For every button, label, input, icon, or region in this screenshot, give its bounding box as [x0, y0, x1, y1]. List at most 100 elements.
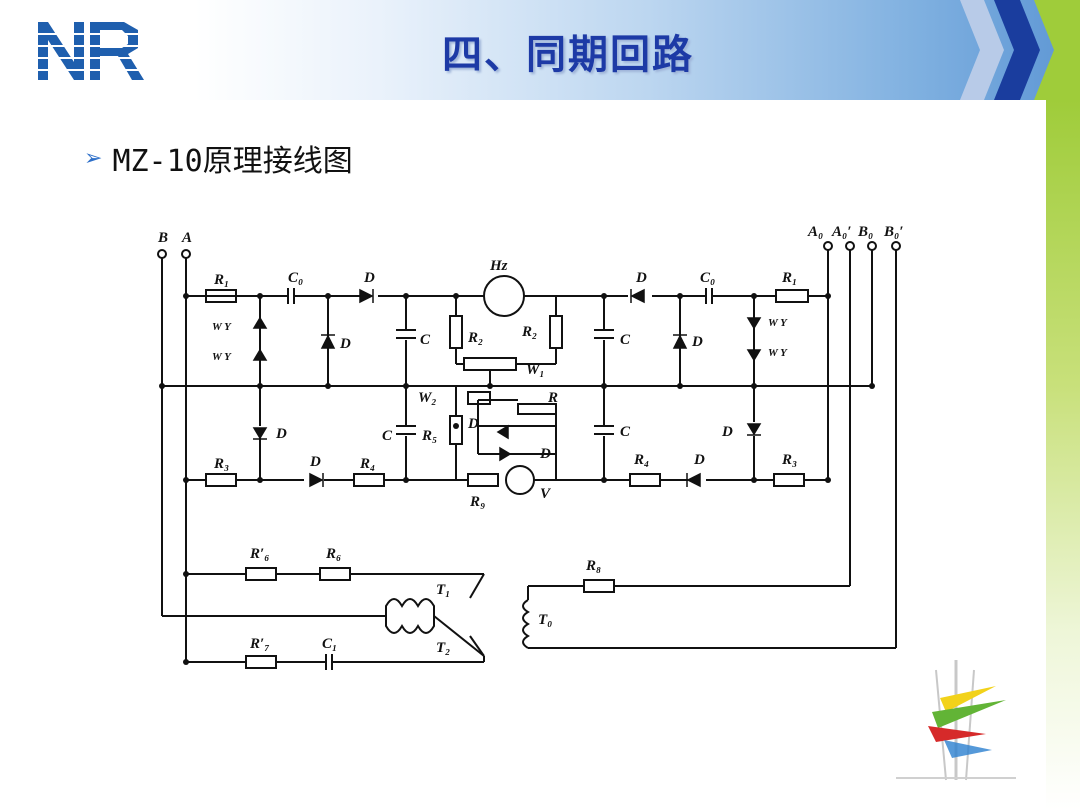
- terminal-A0p: [845, 241, 855, 251]
- slide-header: 四、同期回路: [0, 0, 1080, 100]
- label-D-top-left: D: [363, 270, 375, 286]
- potentiometer-W2: [467, 391, 491, 405]
- label-D-bottom-left: D: [309, 454, 321, 470]
- circuit-diagram: B A A₀ A₀′ B₀ B₀′ R₁ C₀ D Hz D C₀ R₁ W Y…: [128, 196, 920, 696]
- diode-bottom-right: [686, 472, 701, 488]
- resistor-R7p: [245, 655, 277, 669]
- label-R3-right: R₃: [781, 452, 797, 468]
- diode-right-lower: [746, 423, 762, 436]
- resistor-R3-left: [205, 473, 237, 487]
- label-B: B: [157, 230, 168, 246]
- label-T0: T₀: [538, 612, 552, 628]
- header-chevron-decoration: [960, 0, 1080, 100]
- page-title: 四、同期回路: [442, 32, 694, 78]
- label-WY-2: W Y: [212, 351, 232, 363]
- nr-logo: [34, 22, 158, 80]
- zener-WY-right-1: [746, 317, 762, 330]
- arrow-bullet-icon: ➢: [84, 145, 103, 171]
- label-A0p: A₀′: [831, 224, 851, 240]
- label-C-mid-right: C: [620, 424, 631, 440]
- resistor-R8: [583, 579, 615, 593]
- label-R6p: R′₆: [249, 546, 269, 562]
- label-WY-3: W Y: [768, 317, 788, 329]
- zener-WY-left-1: [252, 316, 268, 329]
- label-D-bottom-right: D: [693, 452, 705, 468]
- diode-bottom-left: [309, 472, 324, 488]
- diode-top-right: [630, 288, 645, 304]
- label-R5: R₅: [421, 428, 437, 444]
- right-accent-bar: [1046, 100, 1080, 810]
- label-R2-left: R₂: [467, 330, 483, 346]
- label-Hz: Hz: [489, 258, 508, 274]
- resistor-R2-left: [449, 315, 463, 349]
- resistor-R5: [449, 415, 463, 445]
- voltmeter: [505, 465, 535, 495]
- label-R: R: [547, 390, 558, 406]
- frequency-meter: [483, 275, 525, 317]
- resistor-R2-right: [549, 315, 563, 349]
- header-background: [0, 0, 1080, 100]
- label-D-top-right: D: [635, 270, 647, 286]
- label-T1: T₁: [436, 582, 450, 598]
- label-R4-right: R₄: [633, 452, 649, 468]
- terminal-A0: [823, 241, 833, 251]
- resistor-R6p: [245, 567, 277, 581]
- label-R9: R₉: [469, 494, 485, 510]
- label-D-left-lower: D: [275, 426, 287, 442]
- label-C-right: C: [620, 332, 631, 348]
- label-WY-1: W Y: [212, 321, 232, 333]
- label-A0: A₀: [807, 224, 823, 240]
- circuit-svg: B A A₀ A₀′ B₀ B₀′ R₁ C₀ D Hz D C₀ R₁ W Y…: [157, 224, 903, 670]
- bullet-text: MZ-10原理接线图: [112, 144, 353, 179]
- potentiometer-W1: [463, 357, 517, 371]
- label-R2-right: R₂: [521, 324, 537, 340]
- diode-top-left: [359, 288, 374, 304]
- diode-middle-2: [499, 446, 512, 462]
- diode-left-lower: [252, 427, 268, 440]
- diode-vertical-left: [320, 334, 336, 349]
- diode-middle-1: [496, 424, 509, 440]
- label-R1-right: R₁: [781, 270, 797, 286]
- bullet-item: ➢ MZ-10原理接线图: [84, 138, 353, 179]
- label-V: V: [540, 486, 552, 502]
- label-A: A: [181, 230, 192, 246]
- label-D-right-vert: D: [691, 334, 703, 350]
- label-D-left-vert: D: [339, 336, 351, 352]
- terminal-B0: [867, 241, 877, 251]
- resistor-R3-right: [773, 473, 805, 487]
- resistor-R4-right: [629, 473, 661, 487]
- label-R7p: R′₇: [249, 636, 269, 652]
- label-C0: C₀: [700, 270, 715, 286]
- label-T2: T₂: [436, 640, 450, 656]
- label-R1-left: R₁: [213, 272, 229, 288]
- resistor-R9: [467, 473, 499, 487]
- terminal-A: [181, 249, 191, 259]
- resistor-R1-right: [775, 289, 809, 303]
- transformer-T1T2: [385, 598, 435, 634]
- label-D-right-lower: D: [721, 424, 733, 440]
- label-B0: B₀: [857, 224, 873, 240]
- zener-WY-right-2: [746, 349, 762, 362]
- label-WY-4: W Y: [768, 347, 788, 359]
- label-C-top-left: C₀: [288, 270, 303, 286]
- label-C-left: C: [420, 332, 431, 348]
- resistor-R4-left: [353, 473, 385, 487]
- transformer-T0: [522, 599, 530, 649]
- label-C1: C₁: [322, 636, 337, 652]
- label-W1: W₁: [526, 362, 545, 378]
- label-D-mid-1: D: [467, 416, 479, 432]
- label-W2: W₂: [418, 390, 437, 406]
- label-R6: R₆: [325, 546, 341, 562]
- label-C-mid-left: C: [382, 428, 393, 444]
- label-R3-left: R₃: [213, 456, 229, 472]
- power-tower-logo: [896, 660, 1016, 781]
- terminal-B0p: [891, 241, 901, 251]
- zener-WY-left-2: [252, 348, 268, 361]
- label-D-mid-2: D: [539, 446, 551, 462]
- label-R4-left: R₄: [359, 456, 375, 472]
- label-R8: R₈: [585, 558, 601, 574]
- label-B0p: B₀′: [883, 224, 903, 240]
- resistor-R6: [319, 567, 351, 581]
- diode-vertical-right: [672, 334, 688, 349]
- terminal-B: [157, 249, 167, 259]
